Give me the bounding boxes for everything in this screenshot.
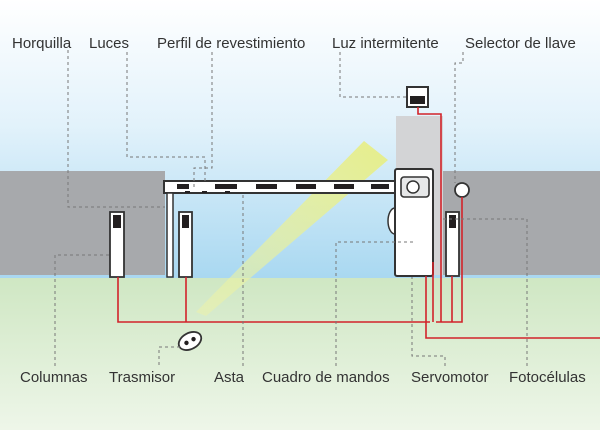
label-luz-intermitente: Luz intermitente: [332, 35, 439, 52]
pivot-hub: [406, 180, 420, 194]
wiring: [117, 107, 600, 339]
label-luces: Luces: [89, 35, 129, 52]
label-columnas: Columnas: [20, 369, 88, 386]
label-cuadro-de-mandos: Cuadro de mandos: [262, 369, 390, 386]
fork-support: [166, 192, 174, 278]
label-horquilla: Horquilla: [12, 35, 72, 52]
column-right-sensor: [449, 215, 456, 228]
boom-lights: [185, 191, 230, 193]
barrier-boom: [163, 180, 396, 194]
ground-background: [0, 278, 600, 430]
label-servomotor: Servomotor: [411, 369, 489, 386]
column-mid-sensor: [182, 215, 189, 228]
label-perfil-de-revestimiento: Perfil de revestimiento: [157, 35, 305, 52]
leader-lines: [54, 50, 528, 366]
label-asta: Asta: [214, 369, 245, 386]
left-wall: [0, 171, 165, 275]
label-fotocelulas: Fotocélulas: [509, 369, 586, 386]
column-left-sensor: [113, 215, 121, 228]
key-selector: [454, 182, 470, 198]
column-left: [109, 211, 125, 278]
label-trasmisor: Trasmisor: [109, 369, 175, 386]
flashing-light-lens: [410, 96, 425, 104]
boom-stripes: [177, 184, 389, 189]
label-selector-de-llave: Selector de llave: [465, 35, 576, 52]
